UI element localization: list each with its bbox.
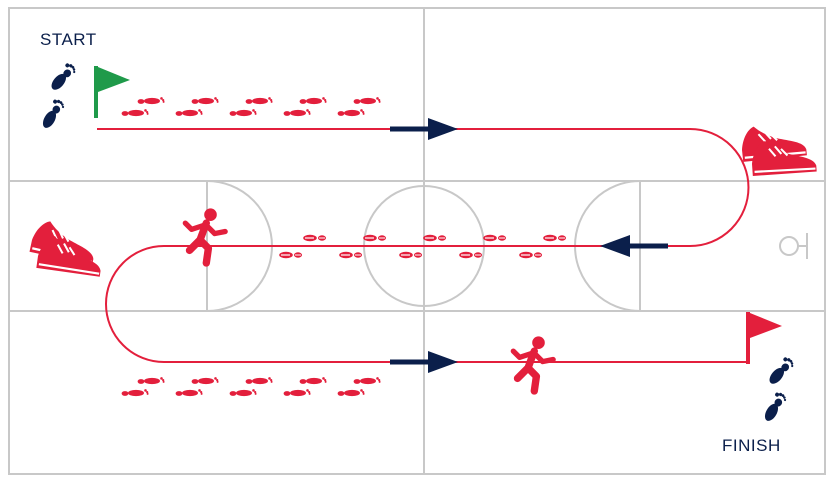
arrow-icon [600, 235, 668, 257]
direction-arrows [390, 118, 668, 373]
start-label: START [40, 30, 97, 49]
green-flag-icon [94, 66, 130, 118]
finish-footprints-icon [761, 355, 796, 424]
sneakers-icon [738, 120, 818, 178]
footprint-track-icon [175, 97, 219, 117]
bottom-tracks [121, 377, 381, 397]
footprint-track-icon [121, 377, 165, 397]
court-lines [8, 7, 826, 475]
running-person-icon [185, 209, 225, 263]
footprint-track-icon [283, 97, 327, 117]
footprint-track-icon [229, 97, 273, 117]
top-tracks [121, 97, 381, 117]
footprint-track-icon [337, 377, 381, 397]
running-person-icon [513, 337, 553, 391]
basket-rim [779, 236, 799, 256]
footprint-track-icon [175, 377, 219, 397]
red-flag-icon [746, 312, 782, 364]
court-boundary [8, 7, 826, 475]
finish-label: FINISH [722, 436, 781, 455]
footprint-track-icon [283, 377, 327, 397]
drill-path [97, 128, 750, 363]
start-footprints-icon [39, 61, 78, 131]
sneakers-icon [28, 217, 106, 278]
arrow-icon [390, 118, 458, 140]
footprint-track-icon [121, 97, 165, 117]
arrow-icon [390, 351, 458, 373]
footprint-track-icon [337, 97, 381, 117]
footprint-track-icon [229, 377, 273, 397]
